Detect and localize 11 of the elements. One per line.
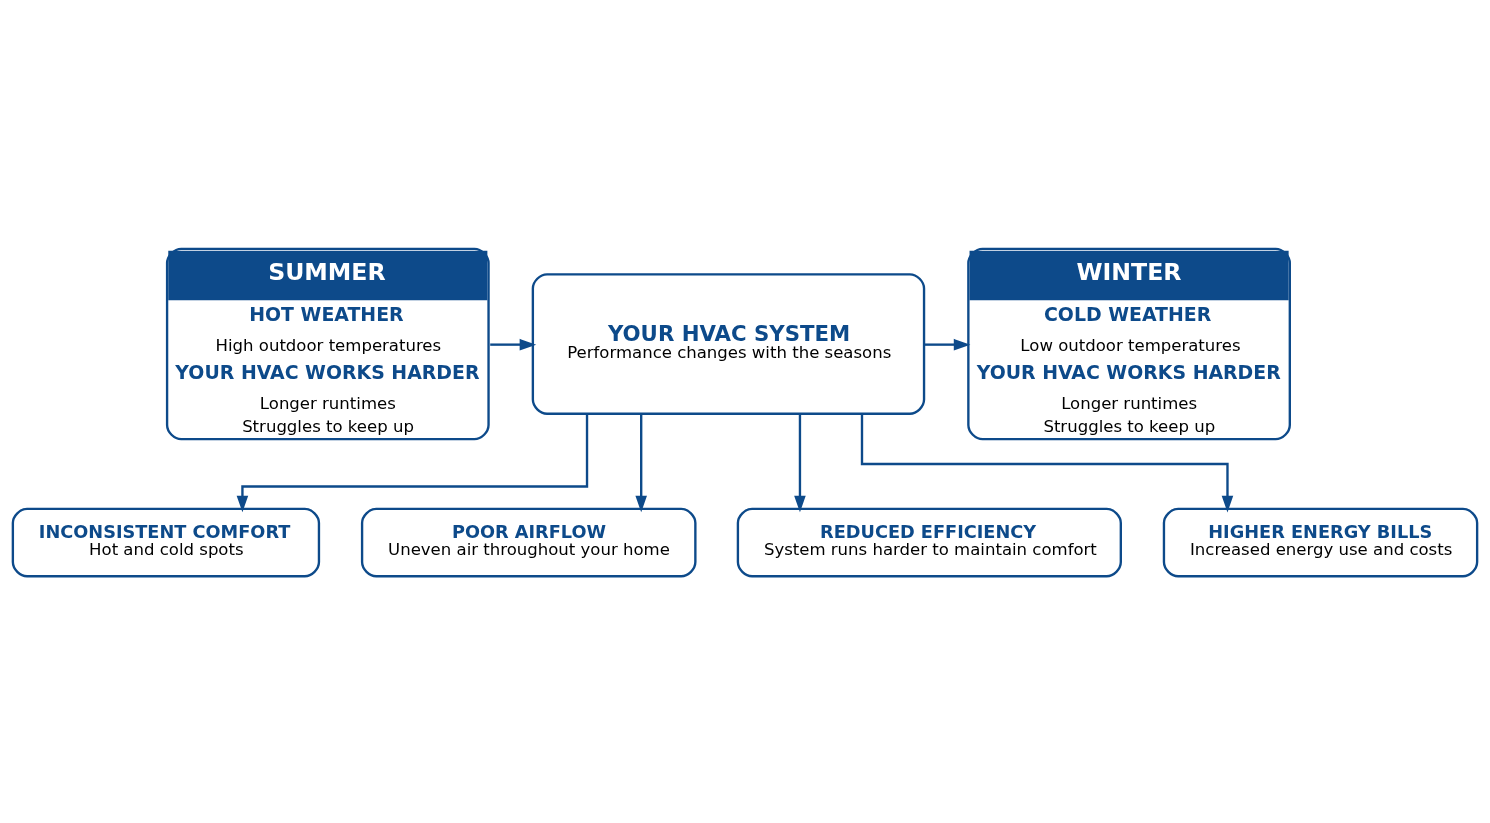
arrow [490, 338, 537, 350]
node-box: INCONSISTENT COMFORT Hot and cold spots [11, 507, 321, 577]
node-box: YOUR HVAC SYSTEM Performance changes with the seasons [531, 272, 926, 415]
node-box: HIGHER ENERGY BILLS Increased energy use and costs [1162, 507, 1479, 577]
arrow [860, 413, 1234, 512]
node-box: POOR AIRFLOW Uneven air throughout your home [360, 507, 697, 577]
node-box: REDUCED EFFICIENCY System runs harder to maintain comfort [736, 507, 1122, 577]
arrow [794, 413, 806, 512]
arrow [236, 413, 589, 512]
arrow [635, 413, 647, 512]
arrow [924, 338, 971, 350]
